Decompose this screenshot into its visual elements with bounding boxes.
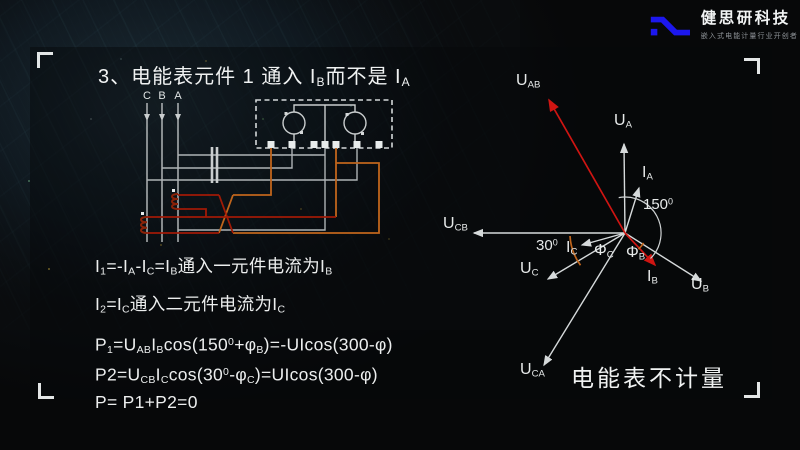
phase-lines — [146, 103, 179, 242]
arc-phi-b — [637, 242, 645, 250]
phase-label-c: C — [143, 90, 151, 102]
formula-line-3: P1=UABIBcos(1500+φB)=-UIcos(300-φ) — [95, 334, 393, 357]
circuit-diagram: C B A — [140, 90, 393, 242]
corner-bracket-top-left — [37, 52, 53, 68]
formula-line-4: P2=UCBICcos(300-φC)=UIcos(300-φ) — [95, 364, 378, 386]
label-u-a: UA — [614, 112, 632, 131]
label-phi-b: ΦB — [626, 244, 646, 263]
label-angle-30: 300 — [536, 237, 558, 254]
label-phi-c: ΦC — [594, 242, 614, 261]
ct-polarity-dots — [141, 189, 175, 215]
logo-swoosh-icon — [650, 16, 690, 36]
voltage-wires — [147, 148, 358, 231]
meter-terminals — [267, 141, 383, 148]
corner-bracket-bottom-left — [38, 383, 54, 399]
red-vectors — [548, 98, 657, 267]
corner-bracket-top-right — [744, 58, 760, 74]
content-panel — [30, 47, 772, 399]
ct-coils — [140, 193, 179, 234]
formula-block: I1=-IA-IC=IB通入一元件电流为IB I2=IC通入二元件电流为IC P… — [95, 256, 393, 413]
phase-arrows — [144, 114, 181, 121]
transformer-symbol — [210, 147, 219, 183]
company-logo: 健思研科技 嵌入式电能计量行业开创者 — [648, 6, 798, 42]
label-i-c: IC — [566, 239, 578, 258]
phasor-note: 电能表不计量 — [571, 365, 727, 391]
page-title: 3、电能表元件 1 通入 IB而不是 IA — [98, 66, 411, 89]
meter-elements — [282, 104, 367, 141]
phasor-vectors — [472, 98, 703, 367]
label-u-cb: UCB — [443, 215, 468, 234]
background-dots — [0, 0, 2, 2]
label-u-b: UB — [691, 276, 709, 295]
meter-box — [255, 99, 393, 149]
phasor-diagram: UAB UA IA 1500 UCB 300 IC ΦC ΦB UC IB UB… — [430, 58, 740, 391]
label-u-c: UC — [520, 260, 539, 279]
background-fade — [0, 0, 520, 330]
logo-name: 健思研科技 — [700, 10, 791, 27]
label-u-ca: UCA — [520, 361, 545, 380]
current-wires-red — [147, 194, 336, 234]
label-i-a: IA — [642, 164, 653, 183]
label-i-b: IB — [647, 268, 658, 287]
arc-30deg — [569, 235, 582, 266]
phase-label-b: B — [158, 90, 165, 102]
label-u-ab: UAB — [516, 72, 541, 91]
formula-line-2: I2=IC通入二元件电流为IC — [95, 293, 286, 316]
current-wires-orange — [218, 148, 380, 234]
arc-150deg — [618, 196, 662, 259]
formula-line-1: I1=-IA-IC=IB通入一元件电流为IB — [95, 256, 333, 278]
formula-line-5: P= P1+P2=0 — [95, 392, 198, 412]
white-vectors — [472, 142, 703, 367]
logo-tagline: 嵌入式电能计量行业开创者 — [700, 33, 798, 40]
element-polarity-dots — [284, 112, 364, 135]
corner-bracket-bottom-right — [744, 382, 760, 398]
label-angle-150: 1500 — [643, 196, 674, 213]
phase-label-a: A — [174, 90, 182, 102]
